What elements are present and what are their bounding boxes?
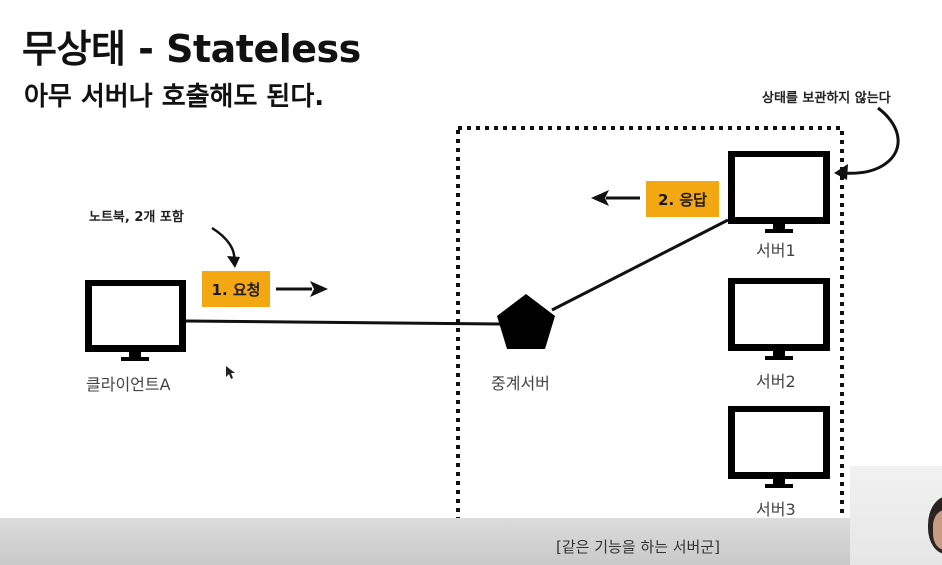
proxy-server1-link: [551, 218, 729, 312]
slide-subtitle: 아무 서버나 호출해도 된다.: [24, 82, 325, 112]
response-arrow-icon: [591, 190, 640, 206]
state-note-arrow-icon: [834, 106, 900, 180]
video-overlay-band: [0, 518, 850, 565]
mouse-cursor-icon: [226, 366, 235, 379]
request-arrow-icon: [276, 281, 328, 297]
laptop-note-arrow-icon: [211, 226, 240, 268]
state-note: 상태를 보관하지 않는다: [762, 91, 891, 106]
server3-monitor-icon: [728, 406, 830, 488]
proxy-pentagon-icon: [497, 294, 555, 349]
server2-monitor-icon: [728, 278, 830, 360]
server1-label: 서버1: [756, 241, 796, 260]
presenter-face: [933, 510, 942, 550]
server1-monitor-icon: [728, 151, 830, 233]
cluster-caption: [같은 기능을 하는 서버군]: [556, 538, 721, 556]
server2-label: 서버2: [756, 372, 796, 391]
server3-label: 서버3: [756, 500, 796, 519]
client-proxy-link: [185, 319, 501, 326]
proxy-label: 중계서버: [491, 374, 550, 393]
laptop-note: 노트북, 2개 포함: [89, 210, 184, 225]
server-cluster-boundary: [456, 126, 844, 523]
webcam-thumbnail: [850, 466, 942, 565]
client-monitor-icon: [85, 280, 186, 361]
slide-title: 무상태 - Stateless: [22, 27, 361, 71]
request-badge: 1. 요청: [202, 271, 270, 307]
client-label: 클라이언트A: [86, 375, 171, 394]
response-badge: 2. 응답: [646, 181, 719, 217]
